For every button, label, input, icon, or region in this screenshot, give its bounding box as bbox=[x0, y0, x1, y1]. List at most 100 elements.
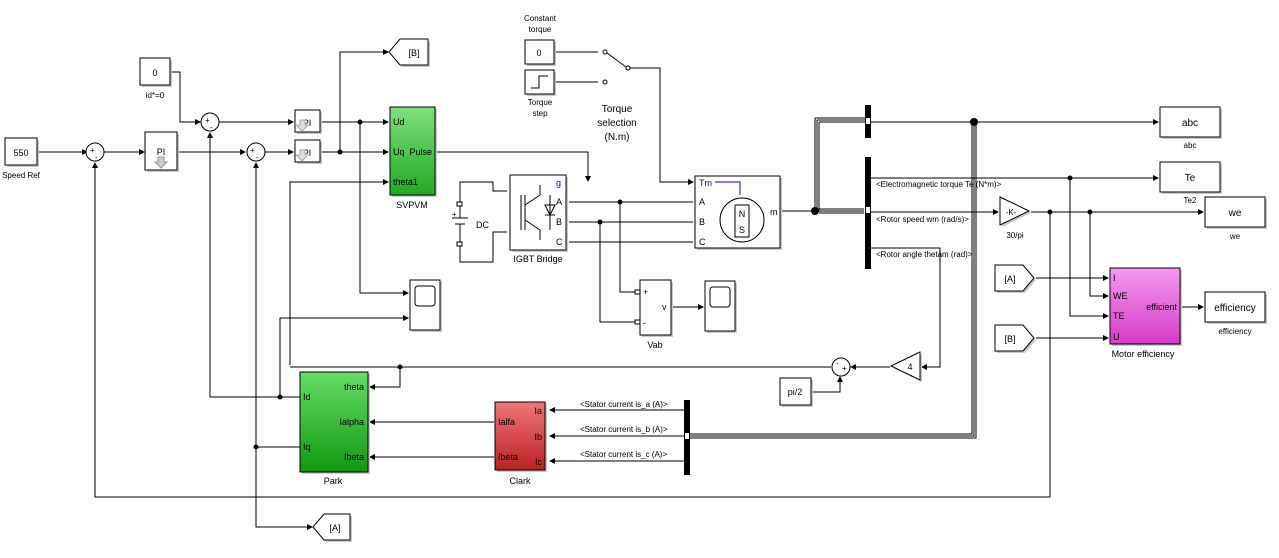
from-a-tag: [A] bbox=[1004, 274, 1015, 284]
pi-q-block[interactable]: PI bbox=[294, 139, 322, 164]
igbt-port-a: A bbox=[556, 197, 562, 207]
scope-screen-icon bbox=[414, 285, 436, 307]
igbt-port-g: g bbox=[556, 178, 561, 188]
motor-efficiency-block[interactable]: I WE TE U efficient Motor efficiency bbox=[1109, 267, 1182, 359]
scope-1[interactable] bbox=[409, 279, 442, 332]
scope-screen-icon bbox=[709, 286, 731, 308]
sum-theta[interactable]: + - bbox=[831, 357, 851, 377]
motor-port-b: B bbox=[699, 217, 705, 227]
sum-minus-sign: - bbox=[95, 153, 98, 162]
id-ref-label: id*=0 bbox=[146, 91, 165, 100]
id-ref-block[interactable]: 0 id*=0 bbox=[139, 57, 172, 100]
speed-ref-value: 550 bbox=[13, 148, 28, 158]
clark-port-ia: Ia bbox=[534, 406, 542, 416]
signal-te-label: <Electromagnetic torque Te (N*m)> bbox=[876, 180, 1002, 189]
out-efficiency-block[interactable]: efficiency efficiency bbox=[1204, 291, 1267, 336]
sum-speed-error[interactable]: + - bbox=[85, 142, 105, 162]
clark-label: Clark bbox=[509, 476, 531, 486]
bus-bar-abc[interactable] bbox=[865, 105, 871, 138]
sum-id-error[interactable]: + - bbox=[200, 112, 220, 132]
vab-label: Vab bbox=[647, 340, 662, 350]
pi-speed-label: PI bbox=[157, 147, 166, 157]
torque-step-block[interactable]: Torque step bbox=[524, 69, 556, 118]
signal-thetam-label: <Rotor angle thetam (rad)> bbox=[876, 250, 973, 259]
out-te-label: Te2 bbox=[1184, 196, 1197, 205]
svpvm-label: SVPVM bbox=[396, 200, 428, 210]
const-torque-label-2: torque bbox=[529, 25, 552, 34]
const-torque-block[interactable]: 0 Constant torque bbox=[524, 14, 557, 66]
motor-efficiency-label: Motor efficiency bbox=[1112, 349, 1175, 359]
clark-port-ibeta: Ibeta bbox=[498, 452, 518, 462]
vab-port-v: v bbox=[662, 302, 667, 312]
park-port-ibeta: Ibeta bbox=[344, 452, 364, 462]
igbt-label: IGBT Bridge bbox=[513, 254, 562, 264]
svg-text:+: + bbox=[452, 210, 457, 219]
igbt-icon bbox=[520, 185, 541, 240]
signal-wm-label: <Rotor speed wm (rad/s)> bbox=[876, 215, 969, 224]
vab-measurement-block[interactable]: + - v Vab bbox=[634, 279, 673, 350]
park-port-theta: theta bbox=[344, 382, 364, 392]
down-arrow-icon bbox=[294, 149, 310, 162]
eff-port-u: U bbox=[1113, 332, 1120, 342]
sum-minus-sign: - bbox=[836, 359, 839, 368]
goto-b-block[interactable]: [B] bbox=[388, 38, 430, 67]
wires bbox=[36, 49, 1204, 530]
svpvm-port-theta1: theta1 bbox=[393, 177, 418, 187]
id-ref-value: 0 bbox=[152, 68, 157, 78]
svpvm-port-pulse: Pulse bbox=[409, 147, 432, 157]
park-port-ialpha: Ialpha bbox=[339, 417, 364, 427]
eff-port-we: WE bbox=[1113, 291, 1128, 301]
svpvm-block[interactable]: Ud Uq theta1 Pulse SVPVM bbox=[389, 106, 437, 210]
clark-port-ib: Ib bbox=[534, 432, 542, 442]
pi-d-label: PI bbox=[303, 118, 312, 128]
speed-ref-block[interactable]: 550 Speed Ref bbox=[2, 137, 41, 180]
motor-port-tm: Tm bbox=[699, 178, 712, 188]
vab-port-minus: - bbox=[643, 318, 646, 328]
step-icon bbox=[531, 75, 548, 89]
down-arrow-icon bbox=[153, 156, 169, 169]
park-block[interactable]: theta Ialpha Ibeta Id Iq Park bbox=[299, 371, 370, 486]
torque-step-label-2: step bbox=[532, 109, 548, 118]
pmsm-motor-block[interactable]: Tm A B C m N S bbox=[694, 175, 782, 250]
svpvm-port-uq: Uq bbox=[393, 147, 405, 157]
from-b-block[interactable]: [B] bbox=[994, 324, 1036, 353]
gain-30-pi-block[interactable]: -K- 30/pi bbox=[999, 196, 1031, 240]
bus-selector-measurements[interactable] bbox=[865, 157, 871, 269]
out-we-name: we bbox=[1228, 208, 1242, 219]
eff-port-i: I bbox=[1113, 273, 1116, 283]
sum-iq-error[interactable]: + - bbox=[246, 142, 266, 162]
clark-block[interactable]: Ia Ib Ic Ialfa Ibeta Clark bbox=[494, 401, 547, 486]
sum-minus-sign: - bbox=[210, 123, 213, 132]
out-abc-block[interactable]: abc abc bbox=[1159, 106, 1222, 150]
from-a-block[interactable]: [A] bbox=[994, 264, 1036, 293]
torque-selection-switch[interactable]: Torque selection (N.m) bbox=[597, 49, 637, 143]
out-te-block[interactable]: Te Te2 bbox=[1159, 161, 1222, 205]
dc-source-block[interactable]: + DC bbox=[452, 201, 489, 247]
pi-q-label: PI bbox=[303, 148, 312, 158]
motor-pole-s: S bbox=[739, 225, 745, 235]
goto-a-block[interactable]: [A] bbox=[312, 513, 352, 542]
goto-b-tag: [B] bbox=[408, 48, 419, 58]
gain-4-block[interactable]: 4 bbox=[889, 351, 922, 382]
signal-isc-label: <Stator current is_c (A)> bbox=[580, 450, 667, 459]
sum-minus-sign: - bbox=[256, 153, 259, 162]
bus-selector-currents[interactable] bbox=[684, 400, 690, 475]
scope-2[interactable] bbox=[704, 280, 737, 333]
sum-plus-sign: + bbox=[842, 364, 847, 373]
out-we-label: we bbox=[1229, 232, 1241, 241]
park-label: Park bbox=[324, 476, 343, 486]
vab-port-plus: + bbox=[643, 287, 648, 297]
pi-d-block[interactable]: PI bbox=[294, 109, 322, 134]
out-abc-name: abc bbox=[1182, 118, 1198, 129]
clark-port-ialfa: Ialfa bbox=[498, 417, 515, 427]
signal-isa-label: <Stator current is_a (A)> bbox=[580, 400, 668, 409]
const-torque-label-1: Constant bbox=[524, 14, 557, 23]
igbt-port-b: B bbox=[556, 217, 562, 227]
igbt-bridge-block[interactable]: g A B C IGBT Bridge bbox=[509, 174, 568, 264]
pi2-constant-block[interactable]: pi/2 bbox=[779, 377, 813, 407]
gain-4-value: 4 bbox=[907, 362, 912, 372]
pi-speed-block[interactable]: PI bbox=[144, 131, 179, 172]
out-efficiency-label: efficiency bbox=[1218, 327, 1251, 336]
sum-plus-sign: + bbox=[250, 146, 255, 155]
out-we-block[interactable]: we we bbox=[1204, 196, 1267, 241]
